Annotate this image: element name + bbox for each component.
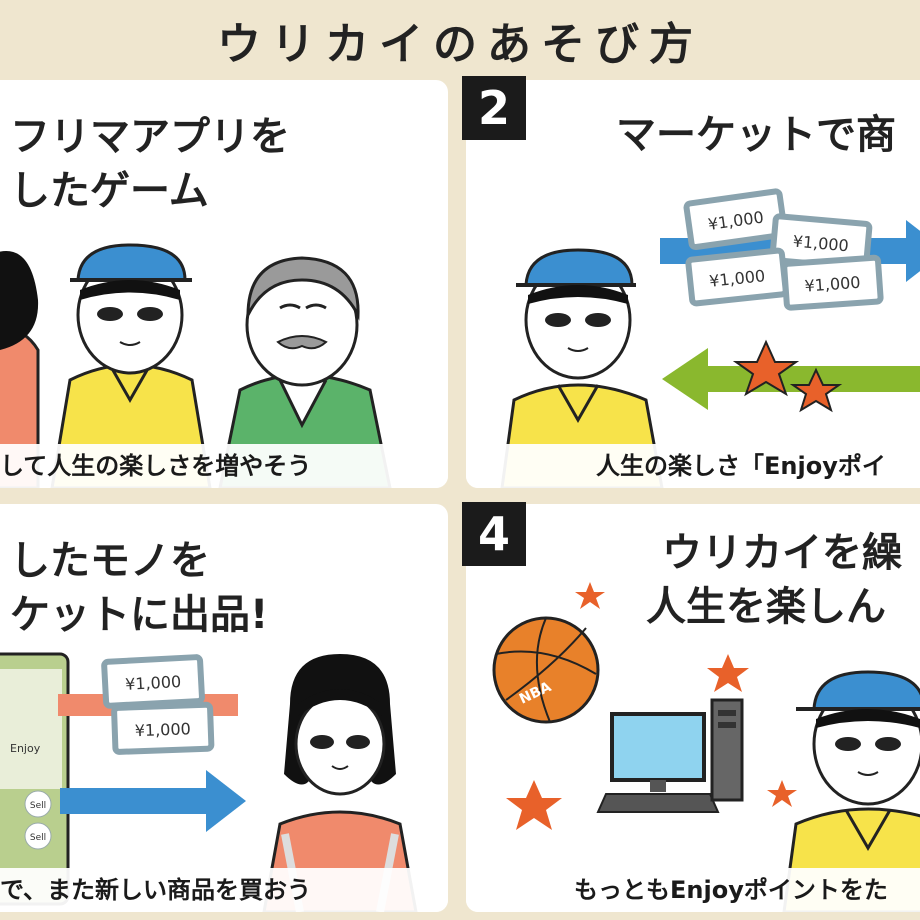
money-ticket: ¥1,000: [101, 654, 205, 709]
panel-4-heading-line-1: ウリカイを繰: [662, 530, 902, 576]
step-number-4: 4: [462, 502, 526, 566]
panel-1-heading-line-2: したゲーム: [10, 168, 209, 214]
panel-1-caption: して人生の楽しさを増やそう: [0, 444, 448, 488]
step-number-2: 2: [462, 76, 526, 140]
money-ticket: ¥1,000: [685, 247, 789, 307]
money-ticket: ¥1,000: [111, 701, 215, 755]
money-ticket: ¥1,000: [781, 254, 884, 311]
money-ticket: ¥1,000: [769, 213, 873, 271]
app-sell-button: Sell: [30, 833, 46, 843]
ticket-amount: ¥1,000: [792, 232, 849, 256]
panel-3-heading-line-1: したモノを: [10, 538, 210, 584]
panel-4-caption: もっともEnjoyポイントをた: [466, 868, 920, 912]
panel-3-heading: したモノを ケットに出品!: [10, 534, 268, 642]
app-label: Enjoy: [10, 742, 41, 755]
arrow-right-blue-icon: [60, 770, 246, 832]
panel-3-caption: で、また新しい商品を買おう: [0, 868, 448, 912]
computer-icon: [596, 698, 744, 813]
panel-1-heading-line-1: フリマアプリを: [10, 114, 290, 160]
panel-3-heading-line-2: ケットに出品!: [10, 592, 269, 638]
panel-2: ¥1,000 ¥1,000 ¥1,000 ¥1,000 マーケットで商 人生の楽…: [466, 80, 920, 488]
panel-4-heading-line-2: 人生を楽しん: [646, 584, 886, 630]
basketball-icon: NBA: [492, 616, 600, 724]
panel-1: フリマアプリを したゲーム して人生の楽しさを増やそう: [0, 80, 448, 488]
phone-app-mockup: Enjoy Sell Sell: [0, 652, 70, 906]
panel-3-illustration: Enjoy Sell Sell ¥1,000 ¥1,000: [0, 652, 418, 912]
star-icon: [575, 582, 605, 609]
app-sell-button: Sell: [30, 801, 46, 811]
ticket-amount: ¥1,000: [134, 719, 191, 740]
panel-4: NBA ウリカイを繰 人生を楽しん: [466, 504, 920, 912]
arrow-left-green-icon: [662, 348, 920, 410]
panel-4-heading: ウリカイを繰 人生を楽しん: [646, 526, 902, 634]
page-title: ウリカイのあそび方: [217, 19, 703, 70]
star-icon: [767, 780, 797, 807]
star-icon: [789, 367, 843, 413]
panel-3: Enjoy Sell Sell ¥1,000 ¥1,000: [0, 504, 448, 912]
star-icon: [732, 339, 800, 397]
money-ticket: ¥1,000: [683, 188, 788, 251]
star-icon: [506, 780, 562, 830]
panel-2-illustration: ¥1,000 ¥1,000 ¥1,000 ¥1,000: [500, 188, 920, 488]
ticket-amount: ¥1,000: [125, 672, 182, 694]
panel-2-heading: マーケットで商: [616, 112, 896, 158]
star-icon: [707, 654, 749, 692]
ticket-amount: ¥1,000: [804, 273, 861, 296]
panel-2-caption: 人生の楽しさ「Enjoyポイ: [466, 444, 920, 488]
panel-1-heading: フリマアプリを したゲーム: [10, 110, 290, 218]
